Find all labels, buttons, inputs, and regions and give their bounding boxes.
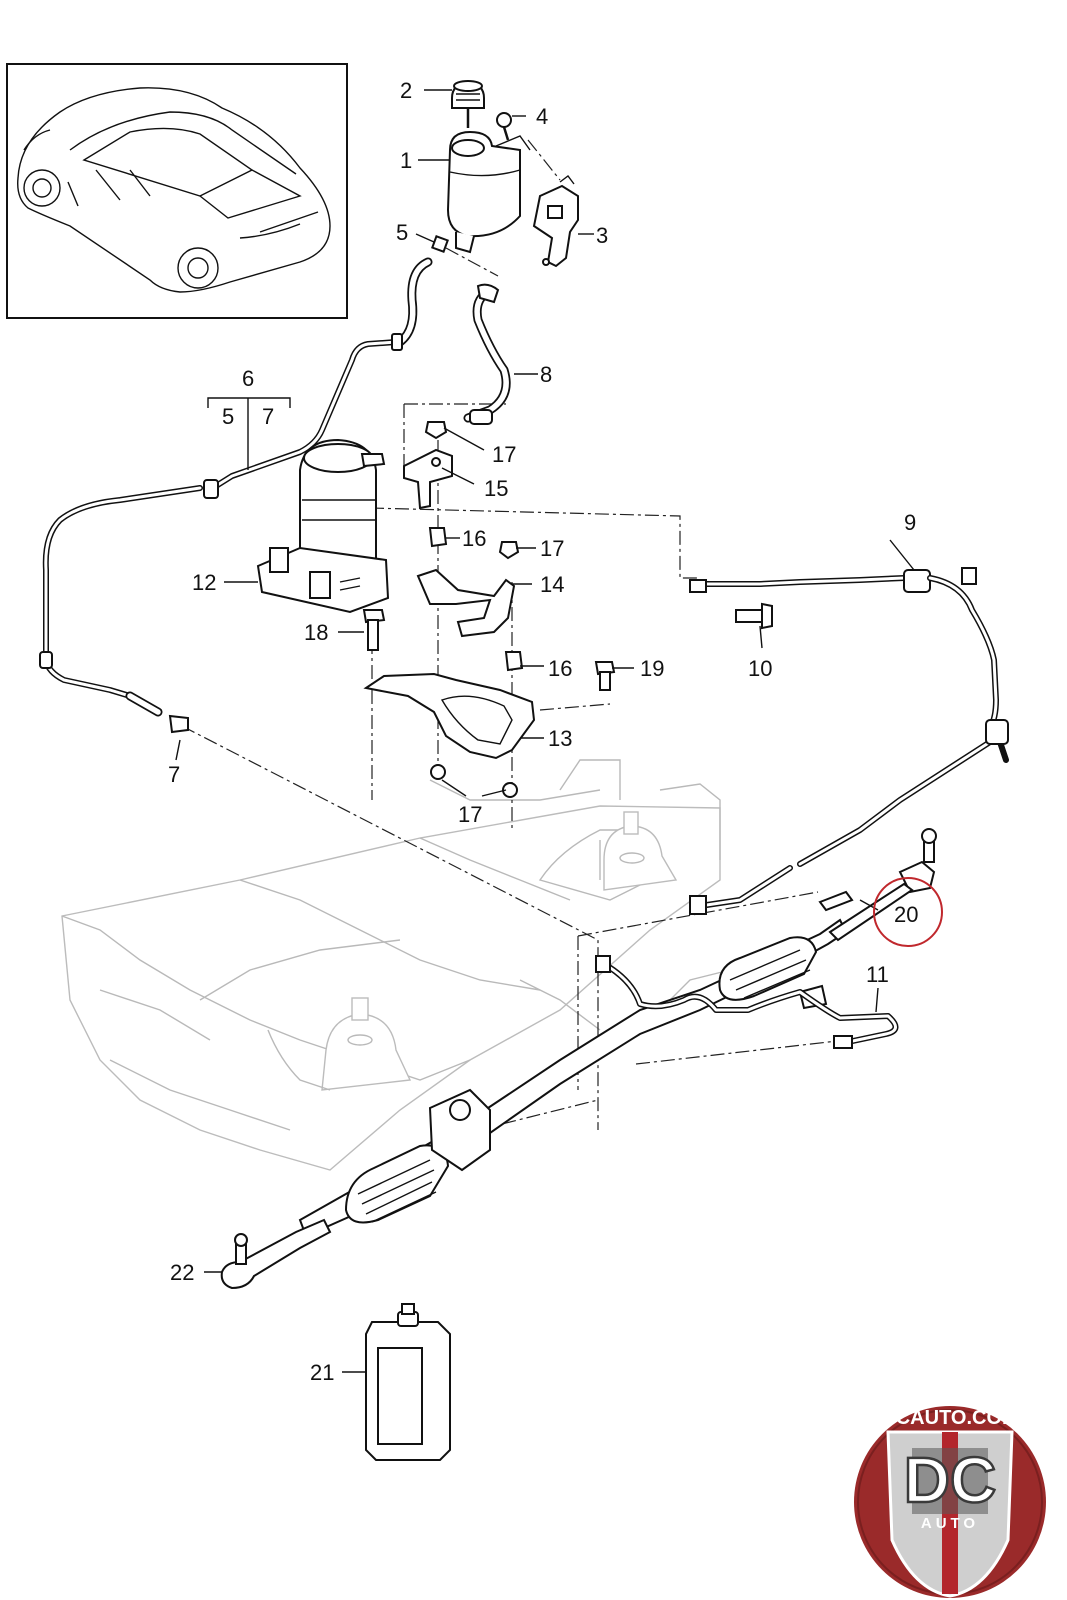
callout-17c: 17 <box>458 802 482 827</box>
nut-17c <box>430 764 518 798</box>
callout-22: 22 <box>170 1260 194 1285</box>
callout-17b: 17 <box>540 536 564 561</box>
screw-4 <box>496 112 512 141</box>
bolt-10 <box>735 602 773 630</box>
callout-5: 5 <box>396 220 408 245</box>
front-subframe-outline <box>61 759 731 1171</box>
bolt-18 <box>362 609 386 651</box>
clamp-7 <box>168 714 189 734</box>
callout-6-sub-7: 7 <box>262 404 274 429</box>
fluid-container-21 <box>365 1303 451 1461</box>
callout-20-highlight-circle <box>873 877 943 947</box>
rubber-mount-16b <box>504 651 524 672</box>
callout-21: 21 <box>310 1360 334 1385</box>
logo-site-text: DCAUTO.COM <box>881 1407 1018 1429</box>
tie-rod-end-20 <box>818 828 937 942</box>
reservoir-bracket-3 <box>532 175 579 268</box>
nut-17a <box>424 421 448 440</box>
callout-labels: 2 4 1 3 5 6 5 7 8 17 15 9 16 17 12 14 18… <box>168 78 918 1385</box>
callout-6: 6 <box>242 366 254 391</box>
callout-4: 4 <box>536 104 548 129</box>
nut-17b <box>498 541 520 560</box>
reservoir-cap-2 <box>451 80 485 128</box>
logo-word: AUTO <box>921 1515 979 1532</box>
callout-1: 1 <box>400 148 412 173</box>
vehicle-locator-inset <box>6 63 348 319</box>
logo-letters: DC <box>904 1444 996 1516</box>
callout-leader-lines <box>175 89 915 1373</box>
callout-9: 9 <box>904 510 916 535</box>
callout-2: 2 <box>400 78 412 103</box>
callout-15: 15 <box>484 476 508 501</box>
callout-19: 19 <box>640 656 664 681</box>
callout-14: 14 <box>540 572 564 597</box>
carrier-13 <box>363 672 536 760</box>
tie-rod-end-22 <box>220 1218 332 1290</box>
steering-rack-assembly <box>298 918 848 1238</box>
callout-13: 13 <box>548 726 572 751</box>
return-hose-8 <box>463 283 511 425</box>
supply-line-6 <box>39 257 433 717</box>
fluid-reservoir-1 <box>446 130 531 254</box>
dcauto-logo: DCAUTO.COM DC AUTO <box>854 1406 1046 1598</box>
pressure-line-9 <box>689 567 1009 915</box>
callout-16b: 16 <box>548 656 572 681</box>
callout-6-sub-5: 5 <box>222 404 234 429</box>
callout-17a: 17 <box>492 442 516 467</box>
hose-clamp-5 <box>431 235 449 253</box>
rubber-mount-16a <box>428 527 448 548</box>
bracket-14 <box>416 568 516 638</box>
callout-16a: 16 <box>462 526 486 551</box>
callout-10: 10 <box>748 656 772 681</box>
car-outline-illustration <box>17 87 331 293</box>
return-line-11 <box>595 955 899 1049</box>
callout-3: 3 <box>596 223 608 248</box>
callout-18: 18 <box>304 620 328 645</box>
pump-bracket-15 <box>403 448 453 510</box>
callout-8: 8 <box>540 362 552 387</box>
callout-12: 12 <box>192 570 216 595</box>
callout-7: 7 <box>168 762 180 787</box>
callout-11: 11 <box>866 962 889 987</box>
bolt-19 <box>594 661 616 691</box>
electric-pump-12 <box>256 438 390 614</box>
callout-20: 20 <box>894 902 918 927</box>
